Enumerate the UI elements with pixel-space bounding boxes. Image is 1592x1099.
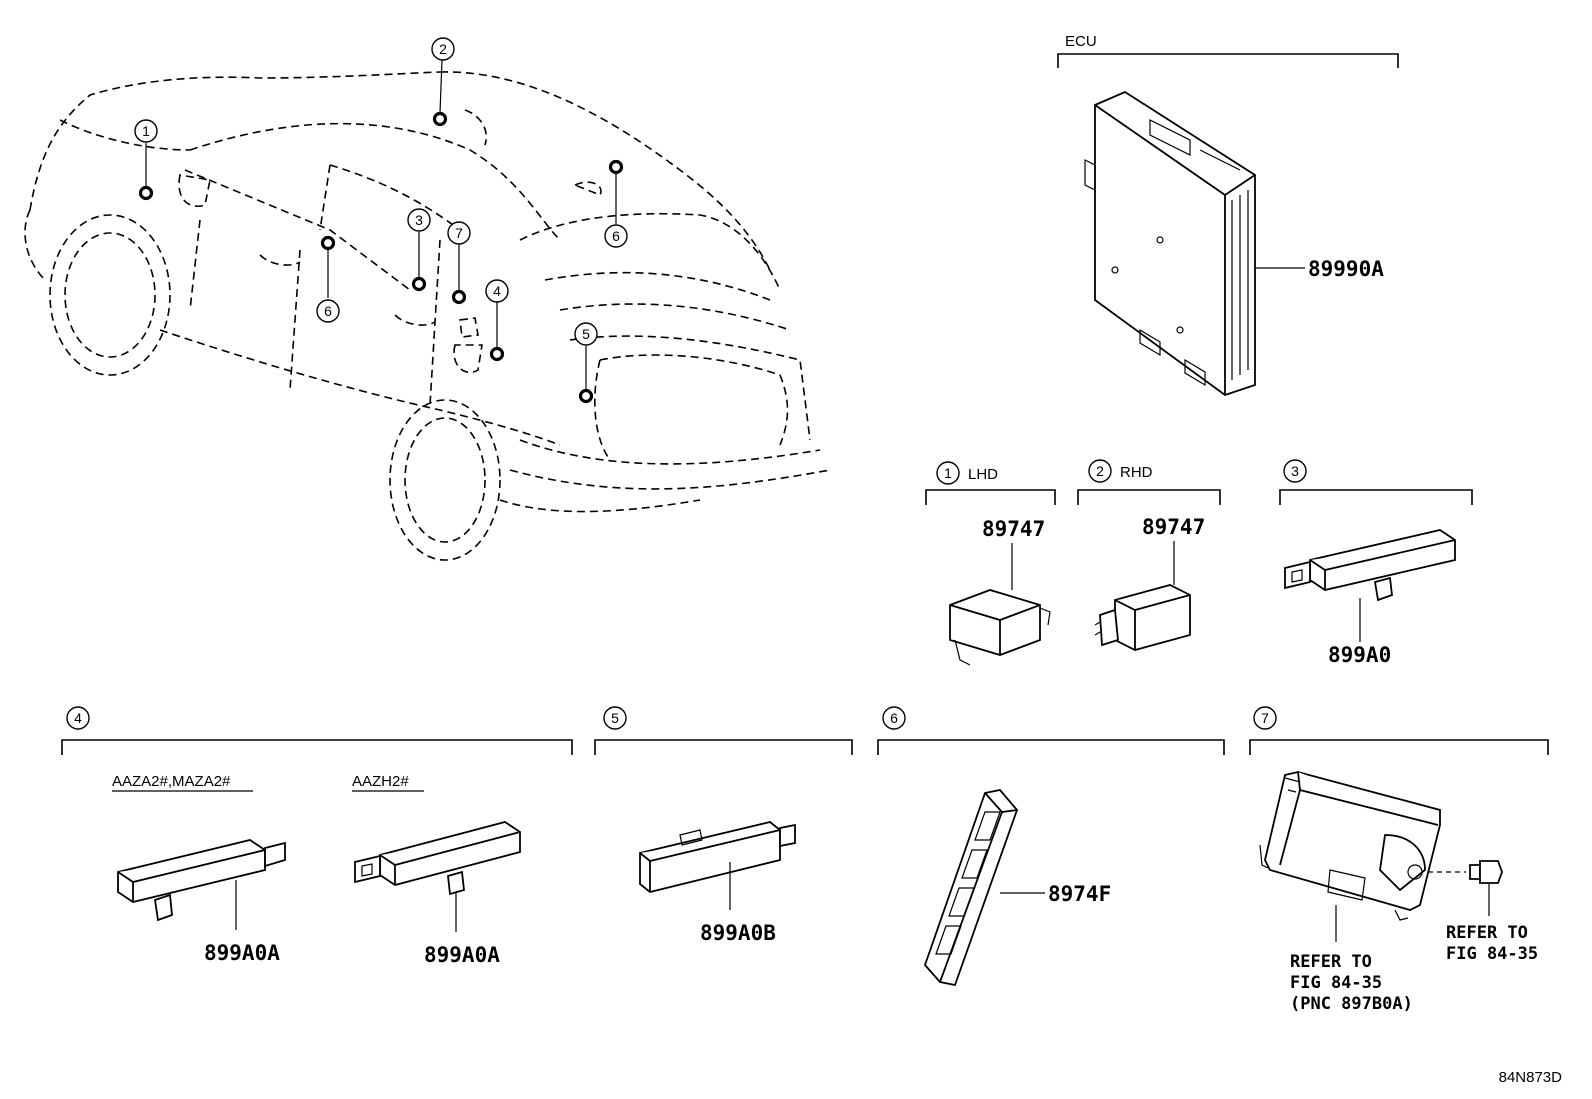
group-1-number: 1 [944, 465, 952, 481]
figure-code: 84N873D [1499, 1069, 1563, 1086]
group-1: 1 LHD 89747 [925, 461, 1056, 666]
callout-3: 3 [415, 212, 423, 228]
ecu-label: ECU [1065, 33, 1097, 50]
group-4-part-number-b: 899A0A [424, 943, 500, 967]
group-5-number: 5 [611, 710, 619, 726]
sensor-3-drawing [1284, 529, 1456, 602]
sensor-5-drawing [639, 821, 796, 893]
sensor-4a-drawing [117, 839, 286, 922]
callout-2: 2 [439, 41, 447, 57]
callout-5: 5 [582, 326, 590, 342]
group-2-label: RHD [1120, 464, 1153, 481]
ecu-part-number: 89990A [1308, 257, 1384, 281]
group-7-number: 7 [1261, 710, 1269, 726]
antenna-lhd-drawing [949, 589, 1051, 666]
group-7-ref-b-line-2: FIG 84-35 [1446, 944, 1538, 964]
bolt-drawing [1469, 860, 1503, 884]
group-7: 7 REFER TO FIG 84-35 REFER TO FIG 84-35 … [1249, 706, 1549, 1014]
group-7-ref-b-line-1: REFER TO [1446, 923, 1528, 943]
module-7-drawing [1259, 771, 1441, 921]
group-2-number: 2 [1096, 463, 1104, 479]
callout-6-roof: 6 [612, 228, 620, 244]
ecu-group: ECU 89990A [1057, 33, 1399, 397]
callout-4: 4 [493, 283, 501, 299]
group-2: 2 RHD 89747 [1077, 459, 1221, 651]
callout-1: 1 [142, 123, 150, 139]
group-3: 3 899A0 [1279, 459, 1473, 667]
group-4-part-number-a: 899A0A [204, 941, 280, 965]
group-1-label: LHD [968, 466, 998, 483]
antenna-rhd-drawing [1094, 584, 1191, 651]
callout-7: 7 [455, 225, 463, 241]
group-7-ref-a-line-1: REFER TO [1290, 952, 1372, 972]
group-6-number: 6 [890, 710, 898, 726]
sensor-4b-drawing [354, 821, 521, 896]
group-5-part-number: 899A0B [700, 921, 776, 945]
group-3-part-number: 899A0 [1328, 643, 1391, 667]
group-4-number: 4 [74, 710, 82, 726]
group-4-variant-a: AAZA2#,MAZA2# [112, 773, 231, 790]
group-3-number: 3 [1291, 463, 1299, 479]
vehicle-outline [24, 71, 831, 561]
ecu-module-drawing [1084, 90, 1256, 397]
group-4-variant-b: AAZH2# [352, 773, 409, 790]
group-2-part-number: 89747 [1142, 515, 1205, 539]
group-5: 5 899A0B [594, 706, 853, 945]
group-7-ref-a-line-3: (PNC 897B0A) [1290, 994, 1413, 1014]
group-4: 4 AAZA2#,MAZA2# AAZH2# 899A0A 899A0A [61, 706, 573, 967]
location-markers [138, 59, 624, 404]
group-1-part-number: 89747 [982, 517, 1045, 541]
group-6: 6 8974F [877, 706, 1225, 987]
sensor-6-drawing [923, 789, 1019, 987]
group-6-part-number: 8974F [1048, 882, 1111, 906]
callout-6-side: 6 [324, 303, 332, 319]
car-callouts: 1 2 3 7 4 5 6 6 [134, 37, 628, 346]
group-7-ref-a-line-2: FIG 84-35 [1290, 973, 1382, 993]
